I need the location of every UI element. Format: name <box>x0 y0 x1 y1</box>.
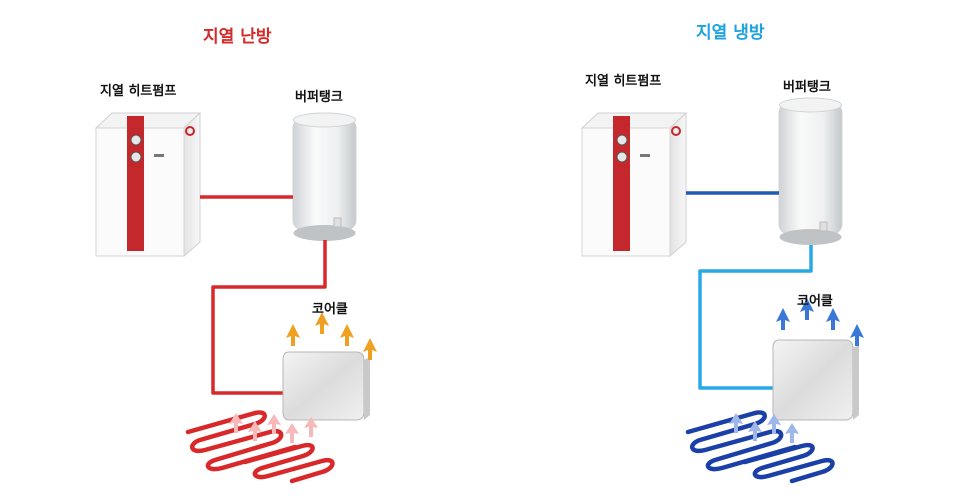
cool-air-arrows <box>776 298 864 346</box>
cooling-pipes <box>686 191 813 390</box>
heating-diagram <box>94 111 377 484</box>
floor-heat-arrows <box>229 413 318 443</box>
heat-pump-label: 지열 히트펌프 <box>585 74 662 89</box>
fan-coil-unit-icon <box>772 339 859 421</box>
buffer-tank-label: 버퍼탱크 <box>783 80 831 95</box>
heat-pump-unit-icon <box>94 111 202 258</box>
floor-heating-coil-icon <box>185 410 335 484</box>
cooling-title: 지열 냉방 <box>696 23 765 43</box>
fan-coil-unit-icon <box>282 351 370 421</box>
coil-label: 코어클 <box>312 302 348 317</box>
floor-heating-coil-icon <box>685 410 835 484</box>
coil-label: 코어클 <box>797 294 833 309</box>
heating-pipes <box>200 195 327 395</box>
buffer-tank-label: 버퍼탱크 <box>295 90 343 105</box>
buffer-tank-icon <box>778 97 843 245</box>
buffer-tank-icon <box>292 112 357 241</box>
heat-pump-unit-icon <box>580 111 688 258</box>
heat-pump-label: 지열 히트펌프 <box>100 84 177 99</box>
cooling-diagram <box>580 97 864 484</box>
heating-title: 지열 난방 <box>203 27 272 47</box>
floor-cool-arrows <box>729 413 799 443</box>
warm-air-arrows <box>286 312 377 360</box>
